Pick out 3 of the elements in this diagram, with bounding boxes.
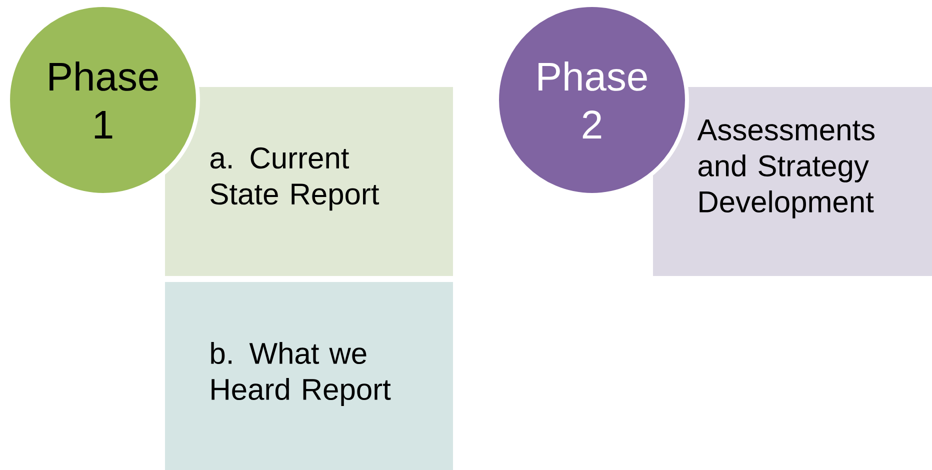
text-box: a. Current State Report bbox=[165, 87, 453, 276]
text-box: Assessments and Strategy Development bbox=[653, 87, 932, 276]
text-box: b. What we Heard Report bbox=[165, 282, 453, 470]
